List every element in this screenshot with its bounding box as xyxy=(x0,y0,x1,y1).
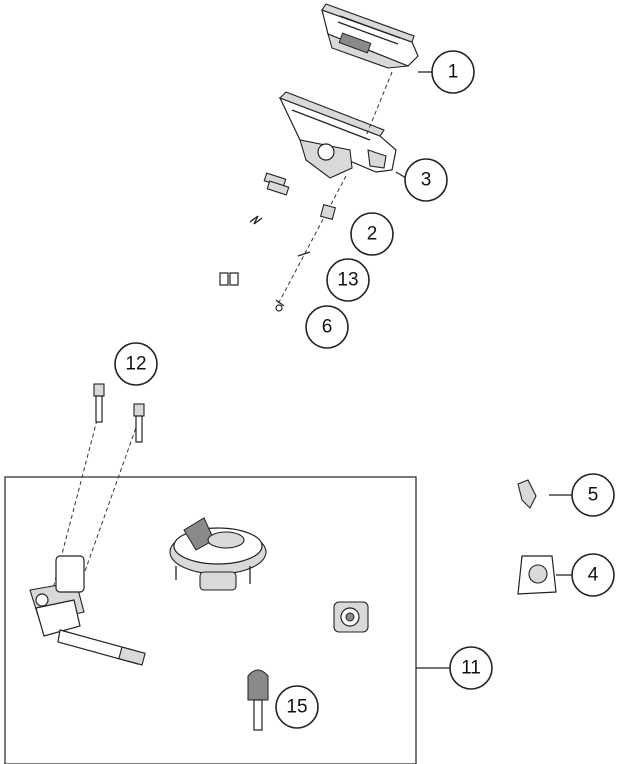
fuel-tank-cap-part[interactable] xyxy=(169,517,267,591)
callout-6: 6 xyxy=(305,305,349,349)
svg-text:5: 5 xyxy=(588,485,599,506)
shear-bolt-part-2[interactable] xyxy=(133,403,145,443)
cover-clip-part[interactable] xyxy=(517,479,537,509)
callout-2: 2 xyxy=(350,212,394,256)
washer-part[interactable] xyxy=(297,251,311,257)
svg-text:13: 13 xyxy=(337,270,358,291)
screw-part[interactable] xyxy=(275,299,285,312)
spring-clip-part[interactable] xyxy=(249,215,263,225)
callout-12: 12 xyxy=(114,342,158,386)
rubber-bushing-part[interactable] xyxy=(263,172,290,196)
instrument-bracket-part[interactable] xyxy=(278,91,397,179)
instrument-cluster-part[interactable] xyxy=(321,3,419,69)
svg-text:1: 1 xyxy=(448,62,459,83)
lock-set-group-frame xyxy=(4,476,417,764)
seat-lock-part[interactable] xyxy=(333,601,369,633)
clip-nuts-part[interactable] xyxy=(219,272,239,286)
callout-1: 1 xyxy=(431,50,475,94)
rubber-cover-part[interactable] xyxy=(517,555,557,595)
svg-text:3: 3 xyxy=(421,170,432,191)
shear-bolt-part[interactable] xyxy=(93,383,105,423)
svg-text:11: 11 xyxy=(461,658,481,679)
callout-11: 11 xyxy=(449,646,493,690)
spacer-part[interactable] xyxy=(319,203,337,221)
callout-13: 13 xyxy=(326,258,370,302)
svg-text:2: 2 xyxy=(367,224,378,245)
svg-text:6: 6 xyxy=(322,317,333,338)
svg-text:12: 12 xyxy=(125,354,146,375)
ignition-key-part[interactable] xyxy=(247,669,269,731)
ignition-lock-part[interactable] xyxy=(29,555,146,666)
svg-text:15: 15 xyxy=(286,697,307,718)
callout-5: 5 xyxy=(571,473,615,517)
callout-3: 3 xyxy=(404,158,448,202)
callout-15: 15 xyxy=(275,685,319,729)
callout-4: 4 xyxy=(571,553,615,597)
svg-text:4: 4 xyxy=(588,565,599,586)
